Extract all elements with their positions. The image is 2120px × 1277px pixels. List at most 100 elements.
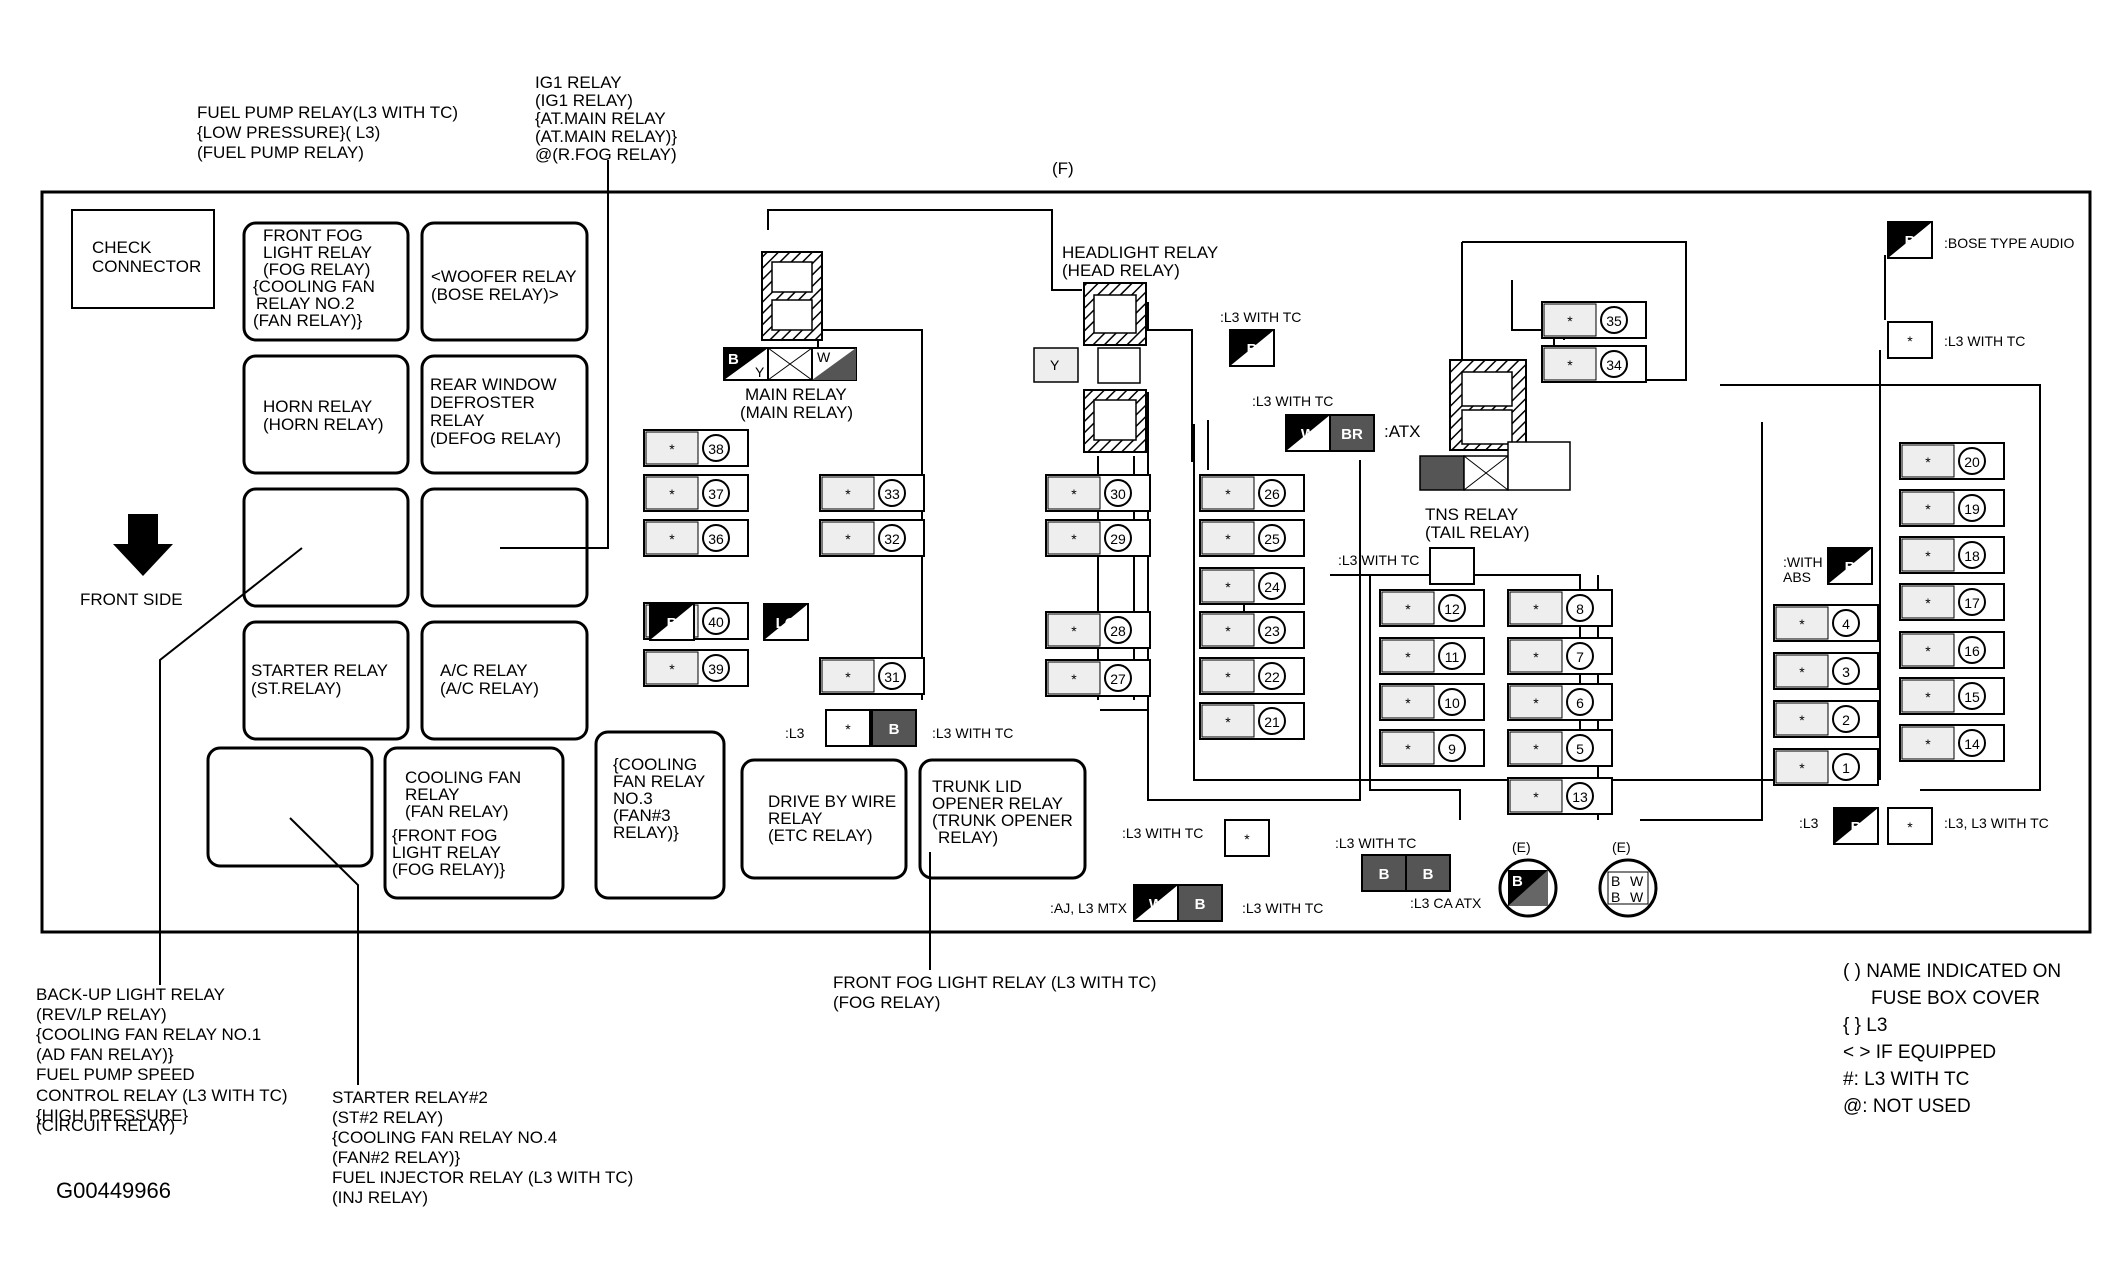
fuse-number: 18 xyxy=(1964,548,1980,564)
svg-text:FAN RELAY: FAN RELAY xyxy=(613,772,705,791)
fuse-2: 2* xyxy=(1773,700,1879,738)
wire-code: * xyxy=(1925,501,1931,517)
fuse-37: 37* xyxy=(643,474,749,512)
svg-text:FUEL PUMP SPEED: FUEL PUMP SPEED xyxy=(36,1065,195,1084)
svg-text:(INJ RELAY): (INJ RELAY) xyxy=(332,1188,428,1207)
svg-text::L3: :L3 xyxy=(1799,815,1819,831)
wire-code: * xyxy=(1225,623,1231,639)
wire-code: B xyxy=(1195,896,1206,913)
svg-text:A/C RELAY: A/C RELAY xyxy=(440,661,528,680)
svg-text:(CIRCUIT RELAY): (CIRCUIT RELAY) xyxy=(36,1116,175,1135)
svg-text:RELAY: RELAY xyxy=(430,411,485,430)
wire-box: BR xyxy=(1329,414,1375,452)
fuse-number: 13 xyxy=(1572,789,1588,805)
svg-text:B: B xyxy=(728,351,739,368)
svg-text:MAIN RELAY: MAIN RELAY xyxy=(745,385,847,404)
fuse-number: 21 xyxy=(1264,714,1280,730)
fuse-number: 11 xyxy=(1445,649,1460,665)
trunk-lid-opener-relay: TRUNK LID OPENER RELAY (TRUNK OPENER REL… xyxy=(918,758,1087,880)
svg-text:<WOOFER RELAY: <WOOFER RELAY xyxy=(431,267,577,286)
fuse-32: 32* xyxy=(819,519,925,557)
wire-code: * xyxy=(1925,454,1931,470)
fuse-10: 10* xyxy=(1379,683,1485,721)
fuse-8: 8* xyxy=(1507,589,1613,627)
legend-item: FUSE BOX COVER xyxy=(1871,988,2040,1009)
svg-text::L3 CA ATX: :L3 CA ATX xyxy=(1410,895,1482,911)
svg-text:{HIGH PRESSURE}: {HIGH PRESSURE} xyxy=(36,1106,188,1125)
fuse-cells: 38*37*36*40*39*33*32*31*30*29*28*27*26*2… xyxy=(643,301,2005,815)
wire-code: * xyxy=(1244,831,1250,847)
svg-text:FRONT FOG: FRONT FOG xyxy=(263,226,363,245)
main-relay: B Y W MAIN RELAY (MAIN RELAY) xyxy=(723,251,857,422)
backup-light-relay-callout: BACK-UP LIGHT RELAY (REV/LP RELAY) {COOL… xyxy=(36,985,288,1135)
svg-text:{COOLING FAN RELAY NO.4: {COOLING FAN RELAY NO.4 xyxy=(332,1128,557,1147)
wire-code: * xyxy=(1405,649,1411,665)
check-connector: CHECK CONNECTOR xyxy=(71,209,215,309)
svg-text:B: B xyxy=(1512,873,1523,890)
wire-code: BR xyxy=(1341,426,1363,443)
wire-code: * xyxy=(1925,689,1931,705)
wire-code: * xyxy=(1925,595,1931,611)
wire-code: * xyxy=(1225,531,1231,547)
svg-text::L3 WITH TC: :L3 WITH TC xyxy=(1944,333,2025,349)
fuse-number: 24 xyxy=(1264,579,1280,595)
fuse-number: 9 xyxy=(1448,741,1456,757)
backup-light-relay xyxy=(242,487,410,608)
wire-code: * xyxy=(1925,643,1931,659)
ac-relay: A/C RELAY (A/C RELAY) xyxy=(420,620,589,741)
fuse-35: 35* xyxy=(1541,301,1647,339)
fuse-number: 15 xyxy=(1964,689,1980,705)
wire-code: B xyxy=(1379,866,1390,883)
wire-code: * xyxy=(1225,669,1231,685)
wire-code: * xyxy=(669,661,675,677)
svg-text:RELAY NO.2: RELAY NO.2 xyxy=(256,294,355,313)
svg-text:STARTER RELAY#2: STARTER RELAY#2 xyxy=(332,1088,488,1107)
wire-code: * xyxy=(1925,736,1931,752)
svg-text:DEFROSTER: DEFROSTER xyxy=(430,393,535,412)
fuse-number: 40 xyxy=(708,614,724,630)
wire-code: * xyxy=(845,721,851,737)
svg-text:(FAN#2 RELAY)}: (FAN#2 RELAY)} xyxy=(332,1148,461,1167)
wire-box: B xyxy=(1405,854,1451,892)
woofer-relay: <WOOFER RELAY (BOSE RELAY)> xyxy=(420,221,589,342)
wire-box: * xyxy=(1887,807,1933,845)
wire-code: * xyxy=(669,531,675,547)
wire-box: * xyxy=(1224,819,1270,857)
svg-text:B: B xyxy=(1611,873,1620,889)
wire-code: LG xyxy=(776,615,797,632)
wire-code: W xyxy=(1301,426,1316,443)
fuse-number: 22 xyxy=(1264,669,1280,685)
fuse-1: 1* xyxy=(1773,748,1879,786)
wire-code: * xyxy=(1799,760,1805,776)
fuse-number: 30 xyxy=(1110,486,1126,502)
svg-text:(HEAD RELAY): (HEAD RELAY) xyxy=(1062,261,1180,280)
fuse-21: 21 * xyxy=(1199,702,1305,740)
fuse-30: 30* xyxy=(1045,474,1151,512)
svg-text::L3 WITH TC: :L3 WITH TC xyxy=(1338,552,1419,568)
fuse-7: 7* xyxy=(1507,637,1613,675)
svg-text:(AT.MAIN RELAY)}: (AT.MAIN RELAY)} xyxy=(535,127,677,146)
fuse-number: 39 xyxy=(708,661,724,677)
svg-text::L3 WITH TC: :L3 WITH TC xyxy=(1122,825,1203,841)
wire-code: * xyxy=(1225,714,1231,730)
fuse-number: 28 xyxy=(1110,623,1126,639)
svg-text::L3, L3 WITH TC: :L3, L3 WITH TC xyxy=(1944,815,2049,831)
svg-text:RELAY)}: RELAY)} xyxy=(613,823,679,842)
wire-code: * xyxy=(845,531,851,547)
fuse-number: 20 xyxy=(1964,454,1980,470)
svg-text:REAR WINDOW: REAR WINDOW xyxy=(430,375,557,394)
svg-text:{AT.MAIN RELAY: {AT.MAIN RELAY xyxy=(535,109,666,128)
svg-text::BOSE TYPE AUDIO: :BOSE TYPE AUDIO xyxy=(1944,235,2075,251)
rear-window-defroster-relay: REAR WINDOW DEFROSTER RELAY (DEFOG RELAY… xyxy=(420,354,589,475)
svg-text:(ST#2 RELAY): (ST#2 RELAY) xyxy=(332,1108,443,1127)
svg-text:(TAIL RELAY): (TAIL RELAY) xyxy=(1425,523,1530,542)
svg-text:(FAN RELAY): (FAN RELAY) xyxy=(405,802,509,821)
wire-code: * xyxy=(1799,616,1805,632)
fuse-24: 24* xyxy=(1199,567,1305,605)
wire-code: * xyxy=(669,486,675,502)
wire-code: * xyxy=(1533,741,1539,757)
wire-code: * xyxy=(1405,601,1411,617)
svg-text:ABS: ABS xyxy=(1783,569,1811,585)
svg-text:W: W xyxy=(817,349,831,365)
